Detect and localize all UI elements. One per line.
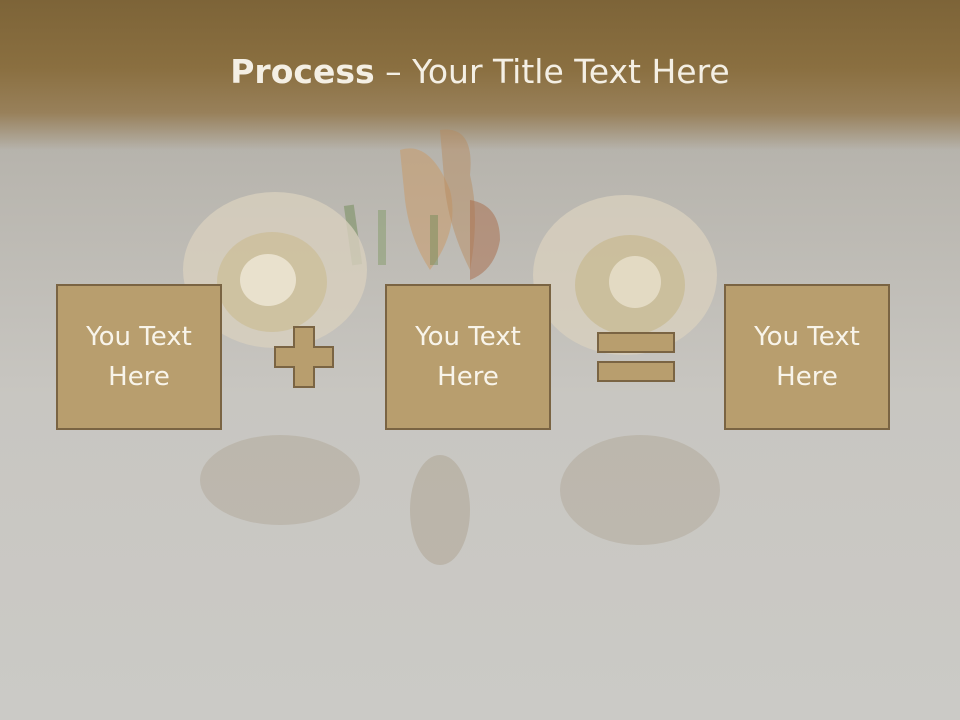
slide-title: Process – Your Title Text Here [0,52,960,91]
process-box-3-text: You Text Here [754,322,860,392]
plus-icon [274,326,334,388]
title-bold: Process [230,52,375,91]
process-box-2-text: You Text Here [415,322,521,392]
equals-icon [597,332,675,382]
process-box-1: You Text Here [56,284,222,430]
process-box-1-text: You Text Here [86,322,192,392]
process-box-3: You Text Here [724,284,890,430]
title-rest: – Your Title Text Here [374,52,730,91]
title-bar [0,0,960,150]
process-box-2: You Text Here [385,284,551,430]
